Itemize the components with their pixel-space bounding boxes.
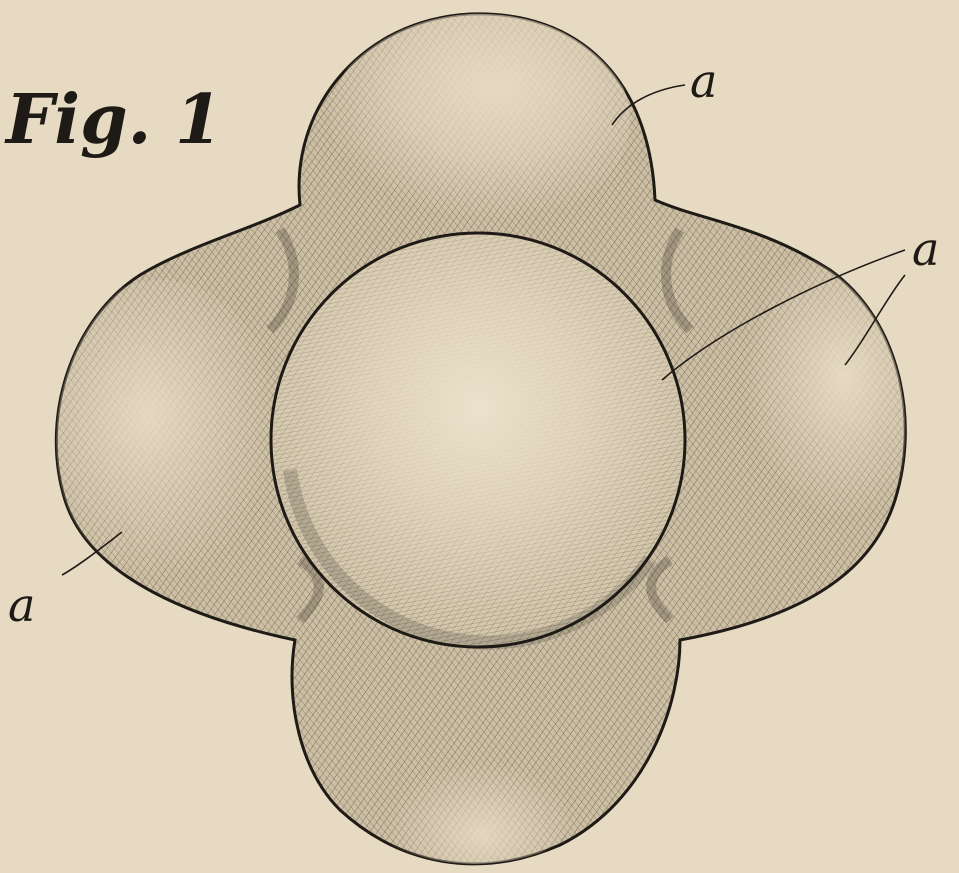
figure-title: Fig. 1 [6,86,222,154]
label-a-right: a [912,226,939,272]
central-sphere [271,233,685,647]
label-a-left: a [8,582,35,628]
label-a-top: a [690,58,717,104]
